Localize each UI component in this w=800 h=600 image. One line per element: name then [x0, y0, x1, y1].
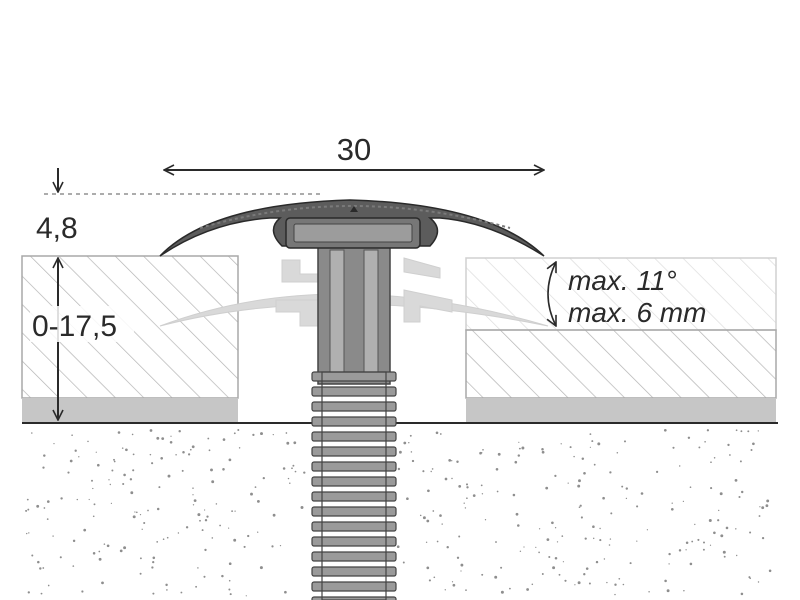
height-range-dimension: 0-17,5 [30, 258, 134, 420]
right-floor-covering [465, 257, 777, 422]
anchor-dowel [311, 243, 397, 600]
max-offset-label: max. 6 mm [568, 297, 706, 328]
max-angle-label: max. 11° [568, 265, 677, 296]
width-dimension: 30 [164, 132, 544, 170]
profile-height-label: 4,8 [36, 212, 78, 245]
transition-profile [159, 199, 545, 257]
profile-ghost-angled [159, 257, 549, 327]
anchor-ribs [311, 371, 397, 600]
width-label: 30 [337, 132, 371, 167]
profile-height-dimension: 4,8 [36, 168, 320, 245]
angle-annotation: max. 11° max. 6 mm [548, 262, 706, 328]
height-range-label: 0-17,5 [32, 310, 117, 343]
subfloor [22, 424, 778, 600]
subfloor-speckles [25, 428, 772, 597]
